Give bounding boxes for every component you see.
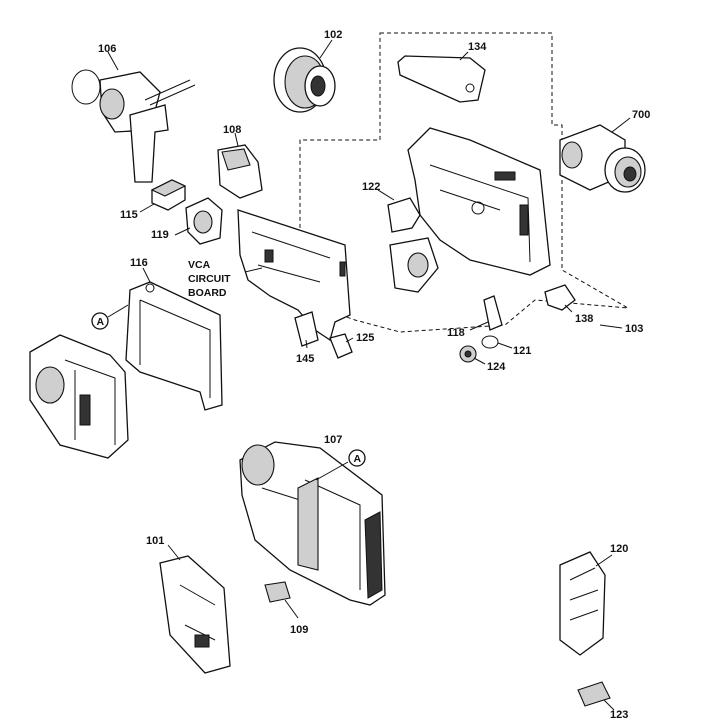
vca-circuit-board — [237, 209, 351, 342]
callout-116: 116 — [130, 257, 148, 269]
callout-121: 121 — [513, 345, 531, 357]
part-123-cap — [577, 681, 615, 711]
main-mechanism-chassis — [407, 127, 551, 276]
callout-125: 125 — [356, 332, 374, 344]
callout-119: 119 — [151, 229, 169, 241]
callout-102: 102 — [324, 29, 342, 41]
part-107-main-housing — [239, 441, 386, 606]
callout-118: 118 — [447, 327, 465, 339]
callout-107: 107 — [324, 434, 342, 446]
part-145-connector — [294, 311, 319, 349]
callout-123: 123 — [610, 709, 628, 721]
callout-108: 108 — [223, 124, 241, 136]
callout-122: 122 — [362, 181, 380, 193]
reference-a-left-label: A — [97, 316, 105, 328]
part-116-frame-chassis — [125, 267, 223, 411]
part-108-bracket — [217, 132, 263, 199]
part-118-spring-clip — [469, 295, 503, 331]
part-138-latch — [544, 284, 576, 313]
callout-101: 101 — [146, 535, 164, 547]
callout-145: 145 — [296, 353, 314, 365]
vca-label-line2: CIRCUIT — [188, 273, 231, 285]
vca-label-line3: BOARD — [188, 287, 227, 299]
part-122-gear-assembly — [377, 189, 439, 293]
reference-a-right-label: A — [354, 453, 362, 465]
vca-label-line1: VCA — [188, 259, 211, 271]
callout-138: 138 — [575, 313, 593, 325]
part-124-gear — [459, 345, 486, 365]
reference-marker-a-left — [91, 304, 129, 330]
part-120-battery-frame — [559, 551, 613, 656]
part-101-side-panel — [159, 544, 231, 674]
part-109-button — [264, 581, 299, 619]
callout-124: 124 — [487, 361, 506, 373]
part-102-lens-ring — [273, 39, 336, 113]
reference-marker-a-right — [348, 449, 366, 467]
part-121-ring — [481, 335, 513, 349]
part-134-cover-plate — [397, 51, 486, 103]
callout-103: 103 — [625, 323, 643, 335]
callout-134: 134 — [468, 41, 487, 53]
callout-103-leader — [599, 324, 623, 329]
callout-120: 120 — [610, 543, 628, 555]
part-125-clip — [329, 333, 354, 359]
tape-mechanism-block — [29, 334, 129, 459]
part-115-block — [139, 179, 187, 213]
part-700-viewfinder — [559, 117, 646, 193]
callout-106: 106 — [98, 43, 116, 55]
callout-109: 109 — [290, 624, 308, 636]
part-119-holder — [174, 197, 223, 245]
callout-115: 115 — [120, 209, 138, 221]
part-106-lens-barrel — [71, 51, 196, 183]
callout-700: 700 — [632, 109, 650, 121]
